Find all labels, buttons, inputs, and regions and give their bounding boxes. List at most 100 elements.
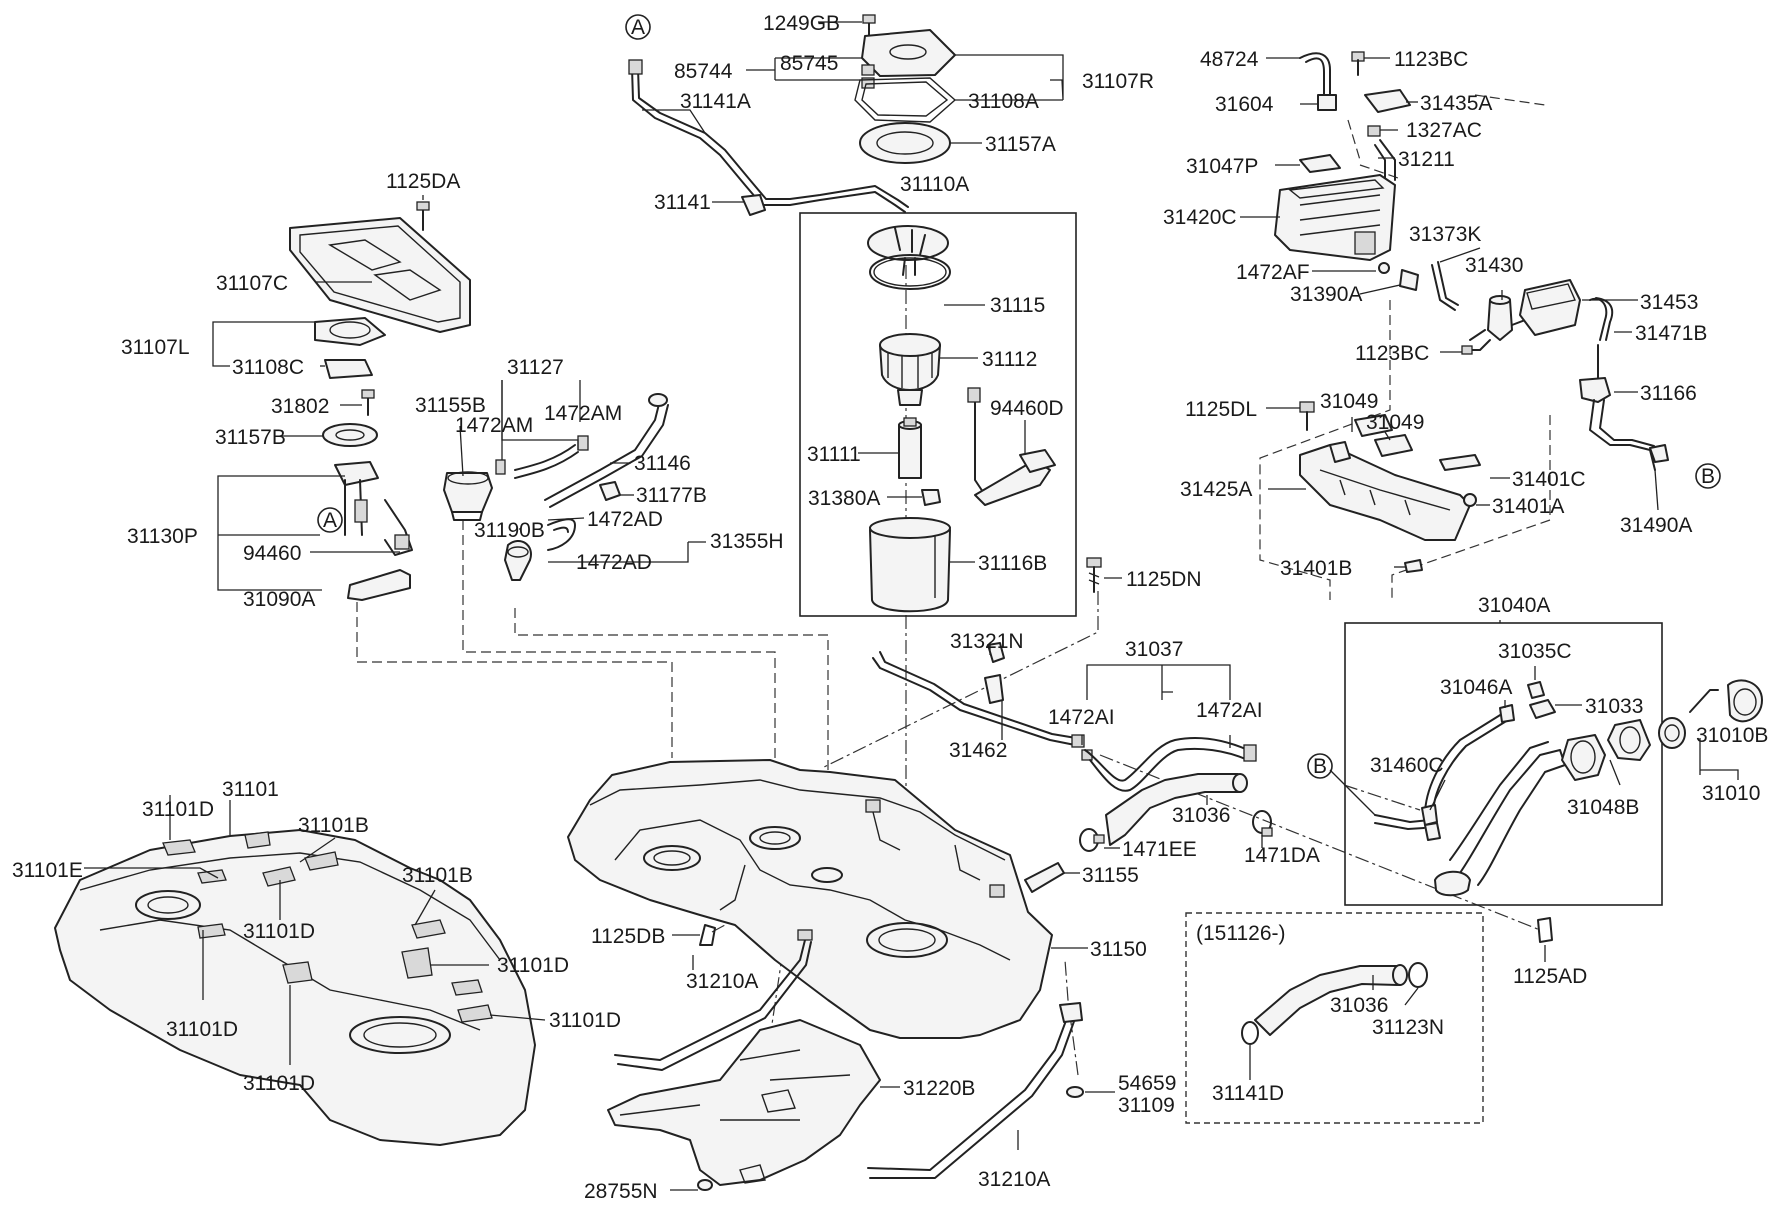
svg-text:A: A <box>323 509 337 532</box>
label-31155: 31155 <box>1082 864 1139 887</box>
label-31046A: 31046A <box>1440 676 1512 699</box>
leader-lines <box>84 21 1739 1191</box>
label-31040A: 31040A <box>1478 594 1550 617</box>
label-85744: 85744 <box>674 60 733 83</box>
label-1125DN: 1125DN <box>1126 568 1202 591</box>
label-31033: 31033 <box>1585 695 1643 718</box>
evap-canister-group <box>1274 51 1669 471</box>
label-31190B: 31190B <box>474 519 545 542</box>
fuel-door-31010 <box>1689 679 1763 723</box>
bracket-31425A <box>1299 401 1481 573</box>
callout-A-top: A <box>625 14 651 40</box>
label-1125AD: 1125AD <box>1513 965 1587 988</box>
label-31380A: 31380A <box>808 487 880 510</box>
callout-B-right: B <box>1695 463 1721 489</box>
protector-31220B <box>607 1019 881 1191</box>
svg-text:B: B <box>1313 755 1327 778</box>
label-31141D: 31141D <box>1212 1082 1284 1105</box>
fuel-pump-module-box <box>799 212 1077 617</box>
label-31049-a: 31049 <box>1320 390 1378 413</box>
label-31101B-2: 31101B <box>402 864 473 887</box>
label-151126: (151126-) <box>1196 922 1286 945</box>
label-31101E: 31101E <box>12 859 83 882</box>
label-31490A: 31490A <box>1620 514 1692 537</box>
label-31471B: 31471B <box>1635 322 1707 345</box>
label-31035C: 31035C <box>1498 640 1572 663</box>
svg-text:B: B <box>1701 465 1715 488</box>
label-31155B: 31155B <box>415 394 486 417</box>
label-1471EE: 1471EE <box>1122 838 1197 861</box>
label-1249GB: 1249GB <box>763 12 840 35</box>
label-31101D-3: 31101D <box>497 954 569 977</box>
label-31047P: 31047P <box>1186 155 1258 178</box>
label-31090A: 31090A <box>243 588 315 611</box>
label-31036-b: 31036 <box>1330 994 1388 1017</box>
label-31101D-2: 31101D <box>243 920 315 943</box>
fuel-tank-31101 <box>54 829 536 1146</box>
label-31435A: 31435A <box>1420 92 1492 115</box>
label-1125DB: 1125DB <box>591 925 665 948</box>
label-31127: 31127 <box>507 356 564 379</box>
label-1125DA: 1125DA <box>386 170 460 193</box>
label-31108A: 31108A <box>968 90 1039 113</box>
fuel-filter-and-hoses <box>443 393 669 581</box>
label-1327AC: 1327AC <box>1406 119 1482 142</box>
label-31401B: 31401B <box>1280 557 1352 580</box>
label-1123BC-a: 1123BC <box>1394 48 1468 71</box>
label-31107R: 31107R <box>1082 70 1154 93</box>
label-31321N: 31321N <box>950 630 1024 653</box>
label-31355H: 31355H <box>710 530 784 553</box>
label-31111: 31111 <box>807 443 861 466</box>
label-31220B: 31220B <box>903 1077 975 1100</box>
label-31211: 31211 <box>1398 148 1455 171</box>
label-31210A-a: 31210A <box>686 970 758 993</box>
label-31141A: 31141A <box>680 90 751 113</box>
label-31166: 31166 <box>1640 382 1697 405</box>
label-31460C: 31460C <box>1370 754 1444 777</box>
label-31101D-5: 31101D <box>549 1009 621 1032</box>
label-31116B: 31116B <box>978 552 1047 575</box>
label-31101: 31101 <box>222 778 279 801</box>
label-54659: 54659 <box>1118 1072 1176 1095</box>
screw-1125DN <box>1086 557 1102 593</box>
callout-B-filler: B <box>1307 753 1333 779</box>
label-31401C: 31401C <box>1512 468 1586 491</box>
label-31130P: 31130P <box>127 525 198 548</box>
label-1125DL: 1125DL <box>1185 398 1257 421</box>
label-31373K: 31373K <box>1409 223 1481 246</box>
fuel-line-and-cover <box>628 14 957 216</box>
label-31115: 31115 <box>990 294 1045 317</box>
label-31010B: 31010B <box>1696 724 1768 747</box>
screw-1125AD <box>1537 917 1553 943</box>
label-1123BC-b: 1123BC <box>1355 342 1429 365</box>
callout-A-left: A <box>317 507 343 533</box>
label-31101B-1: 31101B <box>298 814 369 837</box>
filler-neck-box <box>1344 622 1686 906</box>
label-1472AI-b: 1472AI <box>1196 699 1263 722</box>
svg-text:A: A <box>631 16 645 39</box>
label-1472AI-a: 1472AI <box>1048 706 1115 729</box>
label-31210A-b: 31210A <box>978 1168 1050 1191</box>
label-1472AM-b: 1472AM <box>544 402 622 425</box>
label-31604: 31604 <box>1215 93 1274 116</box>
label-31420C: 31420C <box>1163 206 1237 229</box>
label-94460D: 94460D <box>990 397 1064 420</box>
label-31049-b: 31049 <box>1366 411 1424 434</box>
label-31146: 31146 <box>634 452 691 475</box>
label-31037: 31037 <box>1125 638 1183 661</box>
heat-shield-assembly <box>289 201 471 601</box>
label-1472AD-b: 1472AD <box>576 551 652 574</box>
label-31157B: 31157B <box>215 426 286 449</box>
label-1472AM-a: 1472AM <box>455 414 533 437</box>
label-31101D-4: 31101D <box>166 1018 238 1041</box>
vent-and-filler-hoses <box>872 642 1273 893</box>
label-31123N: 31123N <box>1372 1016 1444 1039</box>
label-85745: 85745 <box>780 52 838 75</box>
label-31036: 31036 <box>1172 804 1230 827</box>
fuel-tank-31150 <box>567 759 1053 1039</box>
label-31157A: 31157A <box>985 133 1056 156</box>
label-94460: 94460 <box>243 542 301 565</box>
label-31150: 31150 <box>1090 938 1147 961</box>
label-31101D-1: 31101D <box>142 798 214 821</box>
